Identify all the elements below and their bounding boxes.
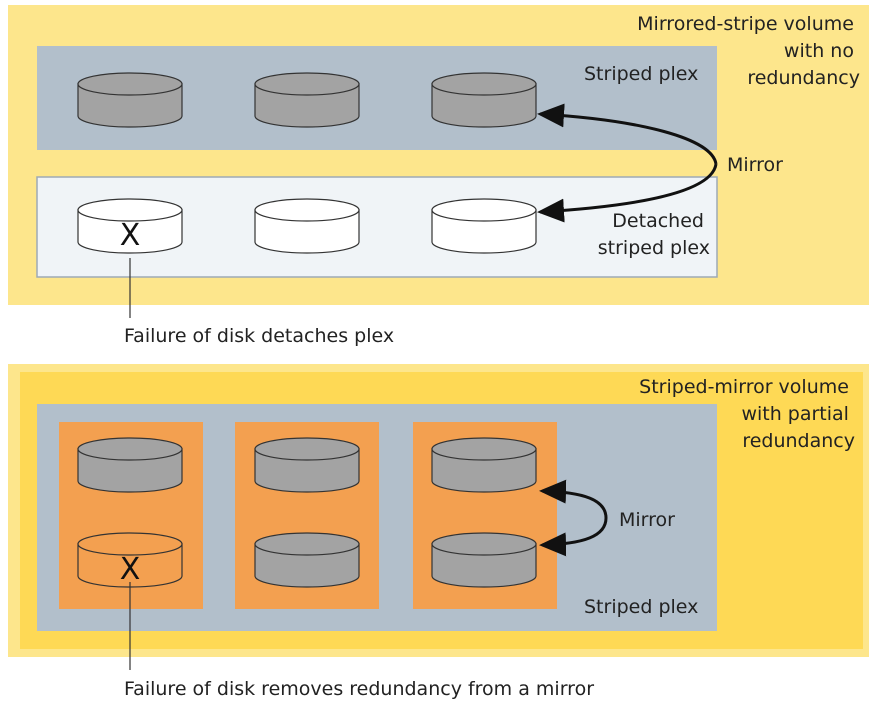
disk — [431, 72, 537, 128]
detached-striped-plex: Detached striped plex X — [36, 176, 718, 278]
top-caption: Failure of disk detaches plex — [124, 325, 394, 347]
detached-plex-label: Detached striped plex — [598, 210, 710, 259]
disk — [254, 198, 360, 254]
mirror-subvolume — [413, 422, 557, 609]
mirror-label: Mirror — [727, 154, 783, 176]
failed-disk: X — [77, 198, 183, 254]
mirrored-stripe-volume: Mirrored-stripe volume with no redundanc… — [8, 5, 869, 305]
bottom-caption: Failure of disk removes redundancy from … — [124, 678, 594, 700]
striped-mirror-title: Striped-mirror volume with partial redun… — [639, 376, 855, 452]
mirror-subvolume: X — [59, 422, 203, 609]
mirror-arrow — [537, 103, 718, 165]
striped-plex: Striped plex — [37, 46, 717, 150]
striped-plex-label: Striped plex — [584, 596, 698, 618]
mirror-label: Mirror — [619, 509, 675, 531]
mirrored-stripe-title: Mirrored-stripe volume with no redundanc… — [637, 13, 860, 89]
striped-mirror-volume: Striped-mirror volume with partial redun… — [8, 364, 869, 657]
mirror-arrow — [539, 517, 608, 557]
disk — [254, 437, 360, 493]
disk — [254, 532, 360, 588]
disk — [77, 72, 183, 128]
disk — [431, 532, 537, 588]
failed-disk-x-mark: X — [120, 218, 141, 253]
mirror-arrow — [539, 479, 608, 519]
mirror-subvolume — [235, 422, 379, 609]
disk — [431, 198, 537, 254]
disk — [77, 437, 183, 493]
failed-disk-x-mark: X — [120, 552, 141, 587]
disk — [431, 437, 537, 493]
striped-plex: Striped plex X — [37, 404, 717, 631]
failed-disk: X — [77, 532, 183, 588]
disk — [254, 72, 360, 128]
striped-plex-label: Striped plex — [584, 63, 698, 85]
mirror-arrow — [537, 163, 718, 223]
